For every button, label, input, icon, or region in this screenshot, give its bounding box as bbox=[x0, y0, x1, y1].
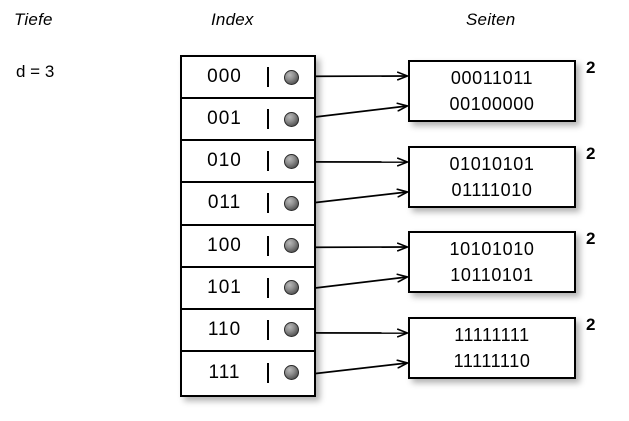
page-local-depth: 2 bbox=[586, 229, 596, 248]
index-row[interactable]: 110 bbox=[182, 310, 314, 352]
index-key: 100 bbox=[182, 235, 269, 256]
page-record: 00011011 bbox=[450, 67, 534, 88]
index-row[interactable]: 101 bbox=[182, 268, 314, 310]
page-record: 00100000 bbox=[449, 94, 535, 114]
index-row[interactable]: 011 bbox=[182, 183, 314, 226]
index-row[interactable]: 000 bbox=[182, 57, 314, 100]
index-key: 111 bbox=[182, 362, 269, 383]
index-pointer-cell bbox=[269, 365, 314, 381]
page-record: 11111110 bbox=[453, 351, 531, 371]
pointer-dot-icon[interactable] bbox=[284, 365, 299, 381]
page-box[interactable]: 01010101 01111010 bbox=[408, 146, 576, 208]
index-pointer-cell bbox=[269, 280, 314, 296]
page-record: 10110101 bbox=[450, 265, 534, 285]
pointer-dot-icon[interactable] bbox=[284, 280, 299, 296]
page-box[interactable]: 00011011 00100000 bbox=[408, 60, 576, 122]
column-header-index: Index bbox=[211, 10, 254, 29]
index-pointer-cell bbox=[269, 153, 314, 169]
index-key: 010 bbox=[182, 151, 269, 172]
page-local-depth: 2 bbox=[586, 315, 596, 334]
index-key: 101 bbox=[182, 277, 269, 298]
page-local-depth: 2 bbox=[586, 58, 596, 77]
index-key: 001 bbox=[182, 109, 269, 130]
index-row[interactable]: 111 bbox=[182, 352, 314, 394]
index-pointer-cell bbox=[269, 322, 314, 338]
column-header-tiefe: Tiefe bbox=[14, 10, 53, 29]
index-pointer-cell bbox=[269, 69, 314, 85]
pointer-dot-icon[interactable] bbox=[284, 153, 299, 169]
page-record: 11111111 bbox=[454, 324, 530, 345]
page-record: 01111010 bbox=[451, 180, 533, 200]
page-record: 01010101 bbox=[449, 153, 535, 174]
index-key: 000 bbox=[182, 67, 269, 88]
index-row[interactable]: 010 bbox=[182, 141, 314, 184]
page-record: 10101010 bbox=[449, 238, 535, 259]
pointer-dot-icon[interactable] bbox=[284, 111, 299, 127]
index-pointer-cell bbox=[269, 111, 314, 127]
index-row[interactable]: 001 bbox=[182, 99, 314, 142]
pointer-dot-icon[interactable] bbox=[284, 195, 299, 211]
index-key: 011 bbox=[182, 193, 269, 214]
index-pointer-cell bbox=[269, 238, 314, 254]
index-row[interactable]: 100 bbox=[182, 226, 314, 268]
page-box[interactable]: 11111111 11111110 bbox=[408, 317, 576, 379]
page-box[interactable]: 10101010 10110101 bbox=[408, 231, 576, 293]
index-table: 000 001 010 011 100 101 110 111 bbox=[180, 55, 316, 397]
index-pointer-cell bbox=[269, 195, 314, 211]
pointer-dot-icon[interactable] bbox=[284, 69, 299, 85]
column-header-seiten: Seiten bbox=[466, 10, 516, 29]
pointer-dot-icon[interactable] bbox=[284, 322, 299, 338]
pointer-dot-icon[interactable] bbox=[284, 238, 299, 254]
page-local-depth: 2 bbox=[586, 144, 596, 163]
index-key: 110 bbox=[182, 319, 269, 340]
global-depth-value: d = 3 bbox=[16, 62, 55, 81]
